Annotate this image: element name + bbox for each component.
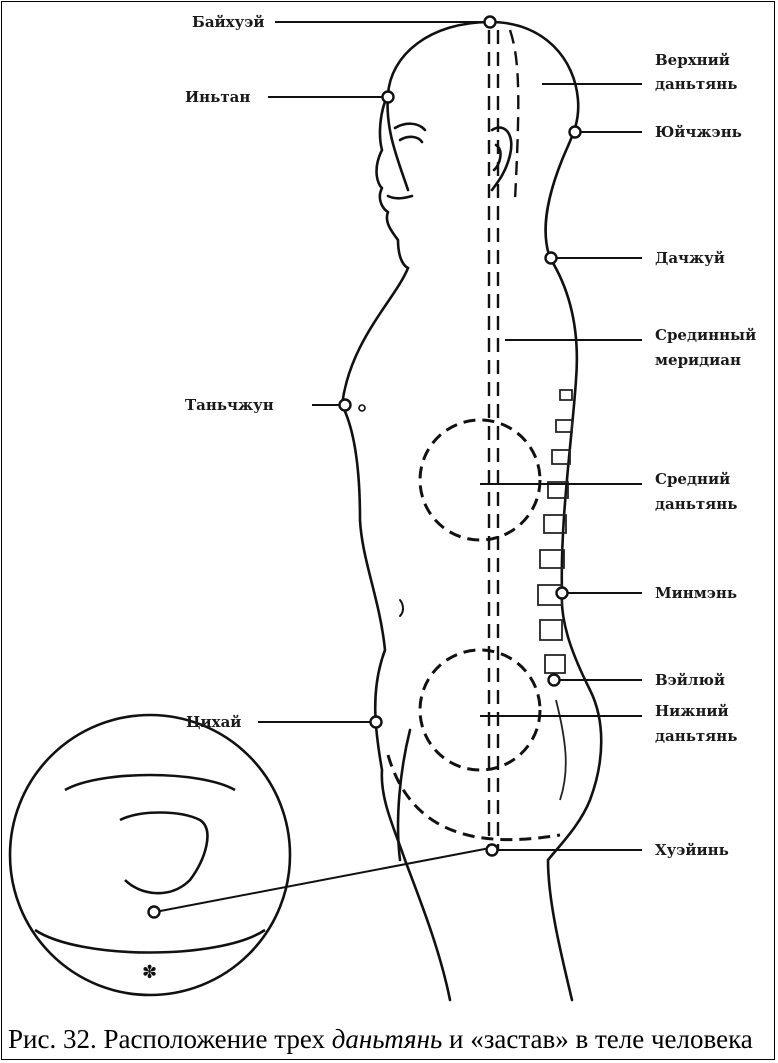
label-middle-dantian-2: даньтянь	[655, 495, 737, 513]
label-huiyin: Хуэйинь	[655, 841, 729, 859]
label-middle-meridian-2: меридиан	[655, 351, 741, 369]
central-meridian-channel	[489, 30, 518, 850]
label-mingmen: Минмэнь	[655, 584, 737, 602]
lower-dantian-circle	[420, 650, 540, 770]
label-yuizhen: Юйчжэнь	[655, 123, 742, 141]
label-qihai: Цихай	[186, 713, 241, 731]
caption-prefix: Рис. 32. Расположение трех	[8, 1024, 332, 1054]
mouth	[388, 196, 412, 198]
caption-emphasis: даньтянь	[332, 1024, 443, 1054]
label-upper-dantian-1: Верхний	[655, 51, 730, 69]
back-torso	[548, 258, 601, 1000]
label-middle-dantian-1: Средний	[655, 470, 730, 488]
inset-circle	[10, 715, 290, 995]
mingmen-point	[557, 588, 568, 599]
caption-suffix: и «застав» в теле человека	[442, 1024, 753, 1054]
front-torso	[342, 268, 408, 860]
label-dazhui: Дачжуй	[655, 249, 725, 267]
middle-dantian-circle	[420, 420, 540, 540]
eye	[395, 124, 425, 142]
label-yintan: Иньтан	[185, 88, 250, 106]
label-weilui: Вэйлюй	[655, 671, 725, 689]
dazhui-point	[546, 253, 557, 264]
yuizhen-point	[570, 127, 581, 138]
inset-point	[149, 907, 160, 918]
label-tanzhong: Таньчжун	[185, 396, 274, 414]
body-diagram: ✽ Байхуэй Иньтан Верхний даньтянь Юйчжэн…	[0, 0, 778, 1020]
baihuei-point	[485, 17, 496, 28]
face-profile	[377, 95, 408, 268]
tanzhong-point	[340, 400, 351, 411]
figure-caption: Рис. 32. Расположение трех даньтянь и «з…	[8, 1021, 768, 1057]
qihai-point	[371, 717, 382, 728]
label-middle-meridian-1: Срединный	[655, 326, 756, 344]
label-lower-dantian-1: Нижний	[655, 702, 729, 720]
nipple-mark	[359, 405, 365, 411]
label-baihuei: Байхуэй	[192, 13, 264, 31]
navel	[400, 600, 403, 616]
inset-star: ✽	[142, 962, 157, 983]
weilui-point	[549, 675, 560, 686]
label-upper-dantian-2: даньтянь	[655, 75, 737, 93]
head-outline	[388, 22, 579, 258]
ear	[492, 128, 511, 190]
pelvis-arc	[388, 755, 560, 840]
label-lower-dantian-2: даньтянь	[655, 727, 737, 745]
yintan-point	[383, 92, 394, 103]
huiyin-point	[487, 845, 498, 856]
inset-pointer	[155, 848, 490, 912]
